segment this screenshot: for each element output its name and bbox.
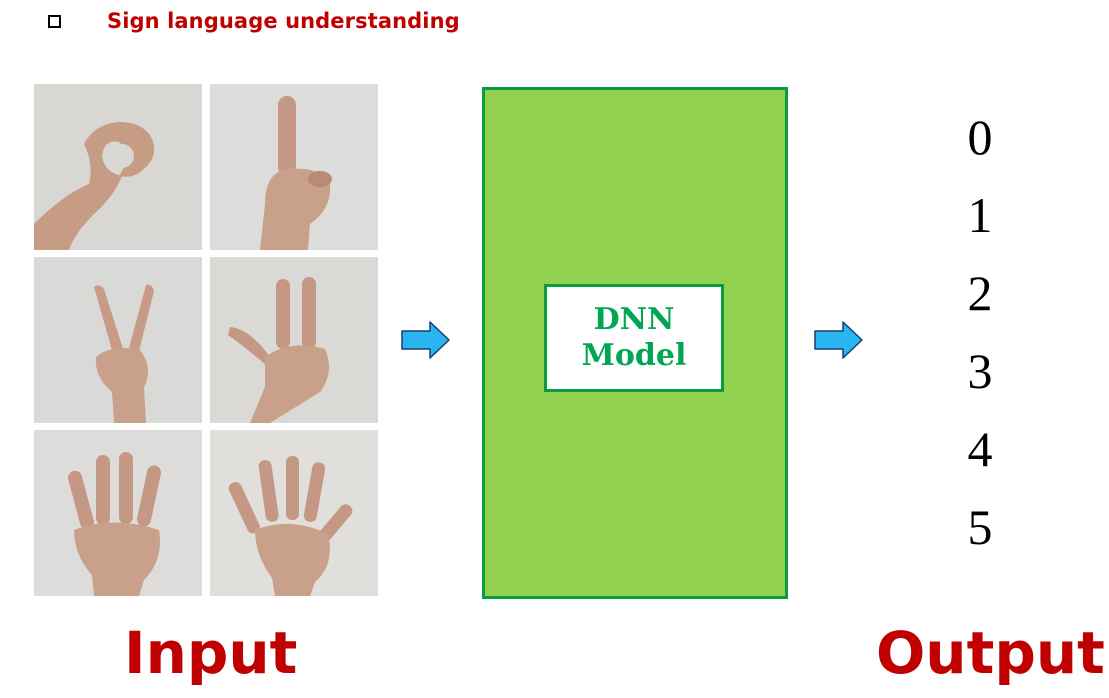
hand-sign-3-image — [210, 257, 378, 423]
output-value-list: 0 1 2 3 4 5 — [935, 108, 1025, 576]
output-value: 4 — [967, 421, 993, 477]
arrow-right-icon — [814, 321, 863, 359]
input-image-grid — [34, 84, 378, 596]
output-label: Output — [876, 619, 1105, 687]
hand-sign-1-image — [210, 84, 378, 250]
dnn-model-line2: Model — [581, 338, 687, 373]
output-value: 1 — [967, 187, 993, 243]
output-value: 0 — [967, 109, 993, 165]
dnn-model-label: DNN Model — [544, 284, 724, 392]
output-value: 3 — [967, 343, 993, 399]
slide-header: Sign language understanding — [48, 6, 460, 36]
arrow-right-icon — [401, 321, 450, 359]
input-label: Input — [124, 619, 298, 687]
output-value: 5 — [967, 499, 993, 555]
slide-title: Sign language understanding — [107, 9, 460, 33]
hand-sign-2-image — [34, 257, 202, 423]
hand-sign-4-image — [34, 430, 202, 596]
dnn-model-line1: DNN — [593, 302, 675, 337]
hand-sign-0-image — [34, 84, 202, 250]
checkbox-icon — [48, 14, 61, 28]
hand-sign-5-image — [210, 430, 378, 596]
output-value: 2 — [967, 265, 993, 321]
